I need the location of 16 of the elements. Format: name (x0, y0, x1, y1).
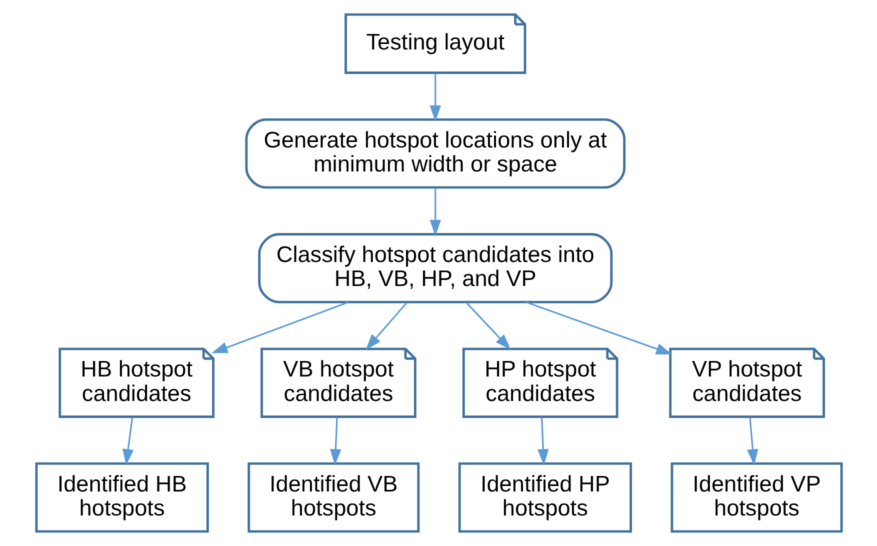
node-box: Generate hotspot locations only at minimum width or space (244, 118, 626, 189)
arrow (122, 417, 134, 466)
arrow (429, 188, 441, 236)
node-box: Identified VB hotspots (247, 462, 420, 533)
arrow (537, 417, 548, 466)
arrow (746, 417, 758, 466)
arrow (429, 73, 441, 122)
arrow (525, 301, 672, 354)
node-box: Classify hotspot candidates into HB, VB, HP, and VP (258, 233, 612, 304)
node-box: Identified HB hotspots (34, 462, 208, 533)
node-box: Identified VP hotspots (670, 462, 842, 533)
arrow (210, 302, 348, 354)
arrow (465, 302, 510, 350)
arrow (330, 417, 341, 466)
node-box: Identified HP hotspots (458, 462, 632, 533)
arrow (365, 302, 407, 350)
